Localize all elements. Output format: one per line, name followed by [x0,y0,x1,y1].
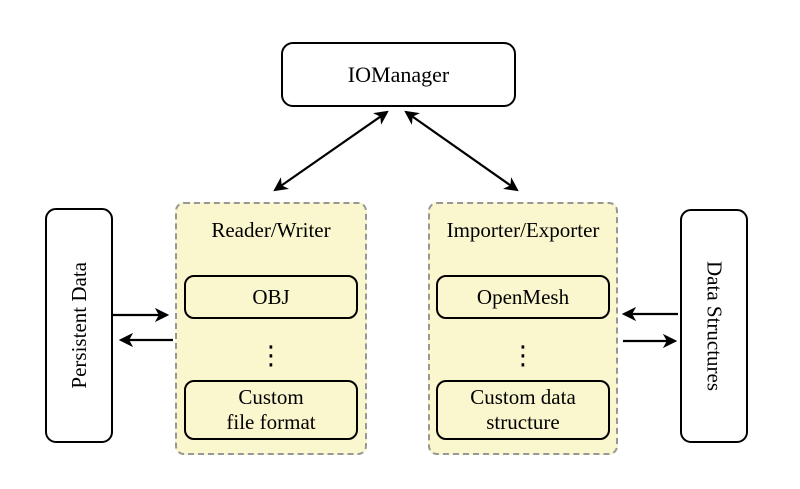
node-custom-data-structure: Custom data structure [436,380,610,440]
node-custom-data-structure-label: Custom data structure [470,385,576,434]
arrow-iomanager-readerwriter [273,110,389,192]
node-persistent-data: Persistent Data [45,208,113,443]
vertical-ellipsis: ⋮ [510,341,536,371]
node-obj: OBJ [184,275,358,319]
group-importer-exporter-title: Importer/Exporter [446,218,600,242]
group-reader-writer-title: Reader/Writer [211,218,331,242]
node-data-structures-label: Data Structures [702,260,727,392]
node-openmesh: OpenMesh [436,275,610,319]
node-openmesh-label: OpenMesh [476,284,570,309]
node-persistent-data-label: Persistent Data [66,262,91,389]
node-iomanager-label: IOManager [347,61,450,87]
node-custom-file-format: Custom file format [184,380,358,440]
node-data-structures: Data Structures [680,209,748,443]
node-obj-label: OBJ [252,284,290,309]
node-iomanager: IOManager [281,42,516,107]
arrow-iomanager-importerexporter [404,110,519,192]
node-custom-file-format-label: Custom file format [226,385,316,434]
vertical-ellipsis: ⋮ [258,341,284,371]
group-reader-writer: Reader/Writer OBJ ⋮ Custom file format [175,202,367,455]
group-importer-exporter: Importer/Exporter OpenMesh ⋮ Custom data… [428,202,618,455]
